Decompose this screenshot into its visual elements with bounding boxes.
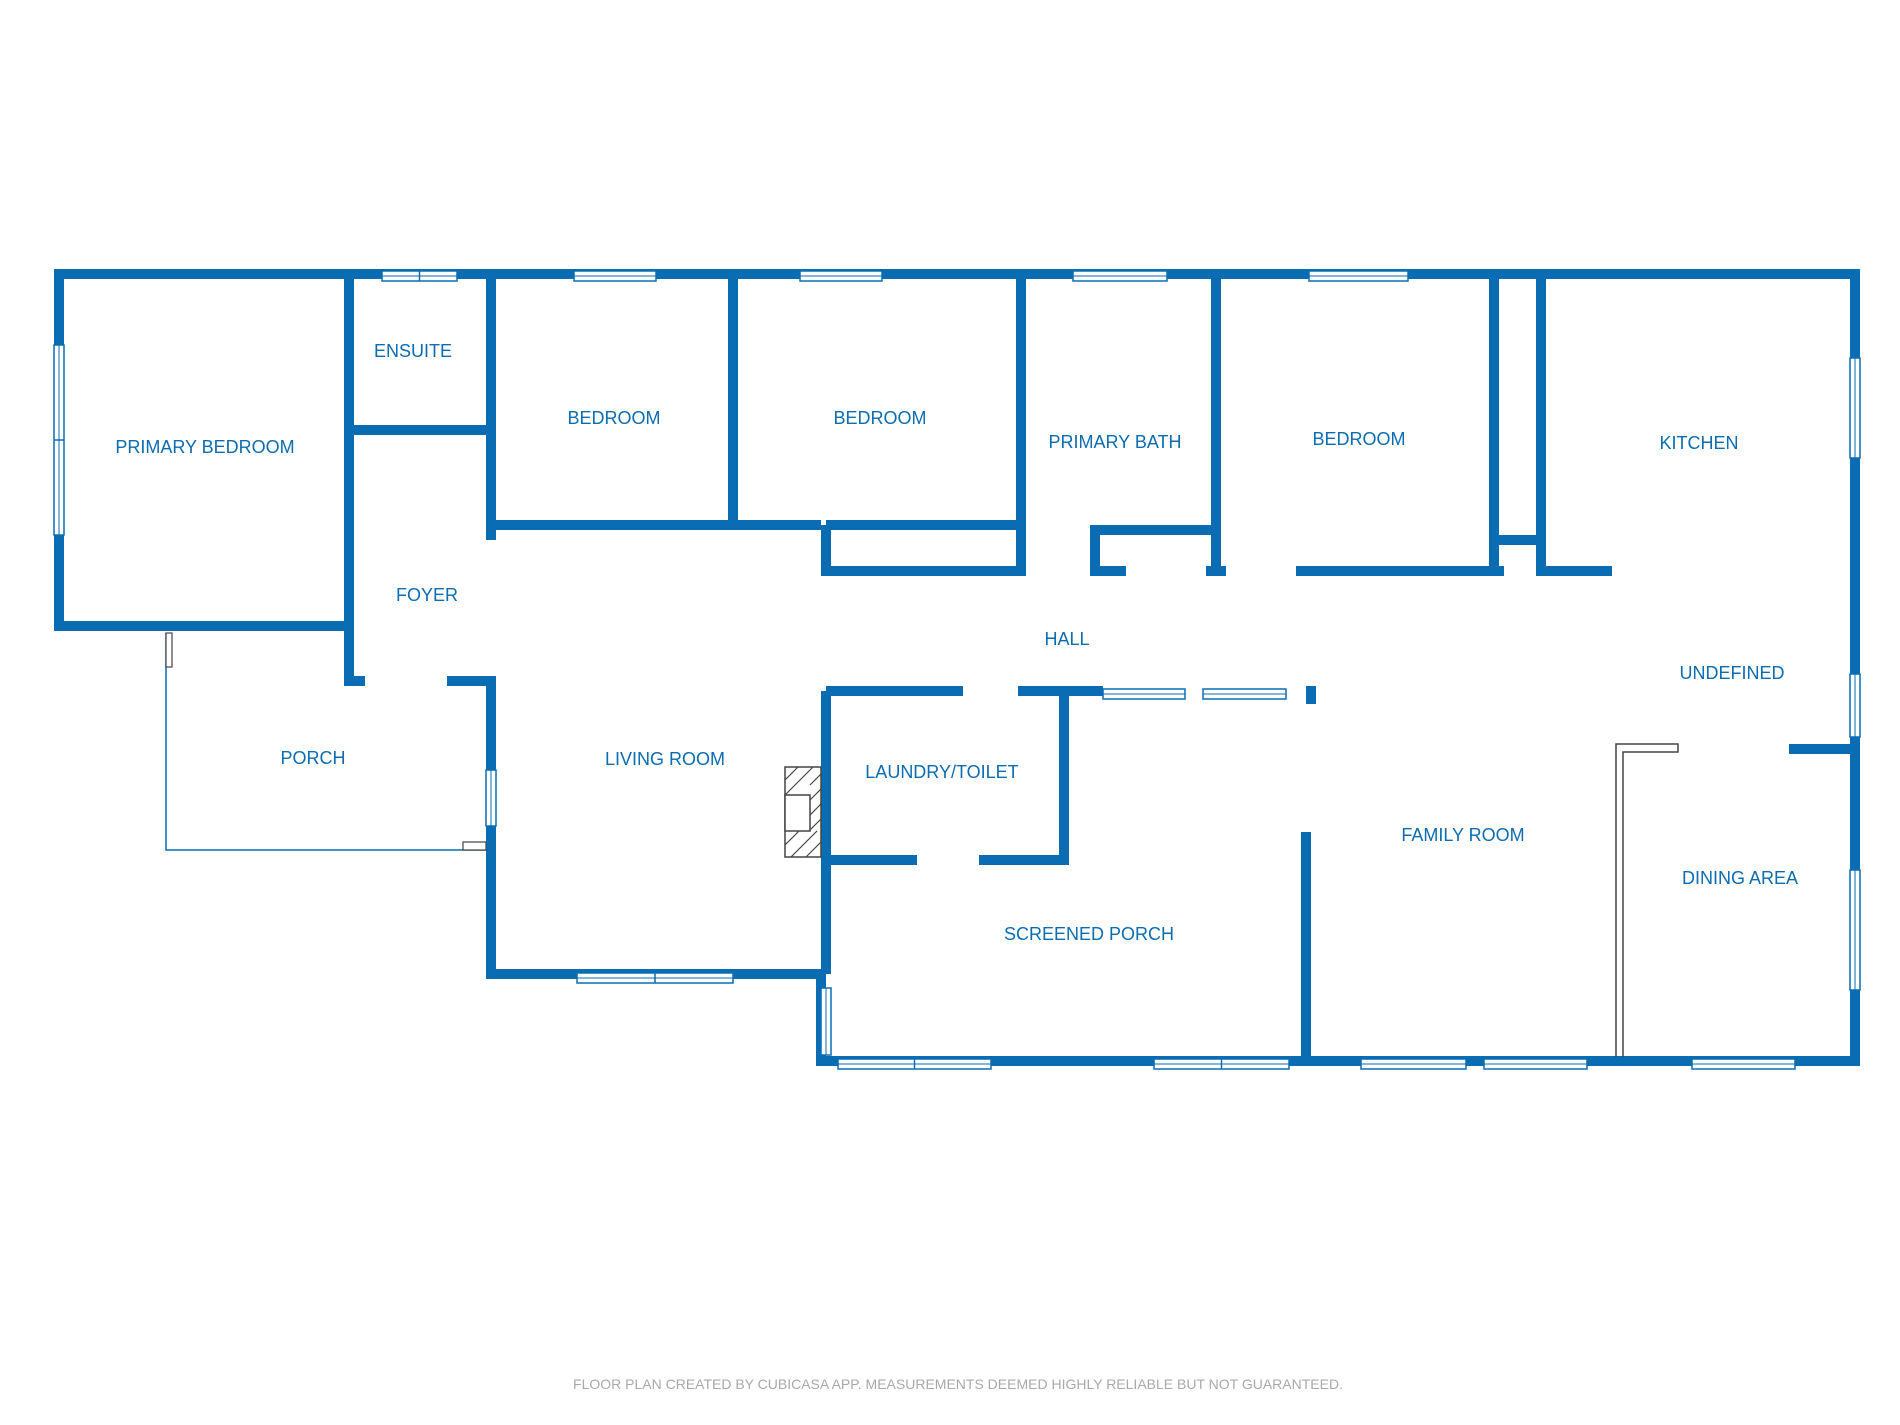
window — [485, 769, 497, 827]
wall-segment — [821, 566, 1026, 576]
fireplace-icon — [784, 766, 822, 858]
window — [1102, 688, 1186, 700]
wall-segment — [1536, 274, 1546, 576]
room-label-bedroom-1: BEDROOM — [567, 408, 660, 428]
window — [1849, 357, 1861, 459]
window — [1308, 270, 1409, 282]
wall-segment — [1211, 274, 1221, 576]
room-label-laundry-toilet: LAUNDRY/TOILET — [865, 762, 1018, 782]
wall-segment — [349, 425, 491, 435]
wall-segment — [821, 525, 831, 576]
wall-segment — [826, 686, 963, 696]
wall-segment — [1489, 274, 1499, 576]
window — [1072, 270, 1168, 282]
room-label-porch: PORCH — [280, 748, 345, 768]
window — [820, 987, 832, 1056]
exterior-wall-top — [54, 269, 1860, 279]
window — [1483, 1058, 1588, 1070]
exterior-wall-living-left — [486, 676, 496, 979]
wall-segment — [1206, 566, 1226, 576]
room-labels: PRIMARY BEDROOM ENSUITE BEDROOM BEDROOM … — [115, 341, 1798, 944]
wall-segment — [491, 520, 736, 530]
wall-segment — [1494, 566, 1504, 576]
room-label-primary-bath: PRIMARY BATH — [1048, 432, 1181, 452]
window — [573, 270, 657, 282]
room-label-living-room: LIVING ROOM — [605, 749, 725, 769]
wall-segment — [979, 855, 1069, 865]
window — [837, 1058, 992, 1070]
exterior-wall-primary-bottom — [54, 621, 349, 631]
window — [1153, 1058, 1290, 1070]
wall-segment — [826, 520, 1021, 530]
room-label-hall: HALL — [1044, 629, 1089, 649]
window — [1691, 1058, 1796, 1070]
wall-segment — [728, 274, 738, 530]
wall-segment — [1789, 744, 1860, 754]
window — [1202, 688, 1287, 700]
window — [1360, 1058, 1467, 1070]
wall-segment — [1095, 566, 1126, 576]
wall-segment — [447, 676, 491, 686]
room-label-bedroom-3: BEDROOM — [1312, 429, 1405, 449]
window — [381, 270, 458, 282]
wall-segment — [1536, 566, 1612, 576]
room-label-dining-area: DINING AREA — [1682, 868, 1798, 888]
exterior-wall-right — [1850, 274, 1860, 1066]
wall-segment — [821, 691, 831, 974]
room-label-undefined: UNDEFINED — [1679, 663, 1784, 683]
window — [1849, 673, 1861, 738]
wall-segment — [1306, 691, 1316, 704]
room-label-family-room: FAMILY ROOM — [1401, 825, 1524, 845]
wall-segment — [1306, 686, 1316, 696]
porch-outline — [165, 632, 487, 851]
room-label-kitchen: KITCHEN — [1659, 433, 1738, 453]
wall-segment — [1069, 686, 1103, 696]
counter-outline — [1615, 743, 1679, 1057]
room-label-ensuite: ENSUITE — [374, 341, 452, 361]
wall-segment — [736, 520, 821, 530]
walls — [54, 269, 1860, 1066]
wall-segment — [344, 676, 365, 686]
wall-segment — [1018, 686, 1069, 696]
window — [799, 270, 883, 282]
footer-credit: FLOOR PLAN CREATED BY CUBICASA APP. MEAS… — [573, 1376, 1343, 1392]
window — [576, 972, 734, 984]
wall-segment — [344, 274, 354, 631]
wall-segment — [344, 631, 354, 686]
wall-segment — [821, 855, 917, 865]
wall-segment — [1059, 691, 1069, 865]
room-label-bedroom-2: BEDROOM — [833, 408, 926, 428]
wall-segment — [1090, 530, 1100, 576]
wall-segment — [1494, 535, 1546, 545]
wall-segment — [1016, 274, 1026, 576]
wall-segment — [1090, 525, 1216, 535]
room-label-primary-bedroom: PRIMARY BEDROOM — [115, 437, 294, 457]
fixtures — [165, 632, 1679, 1057]
windows — [53, 270, 1861, 1070]
window — [53, 344, 65, 536]
wall-segment — [1301, 832, 1311, 1066]
room-label-screened-porch: SCREENED PORCH — [1004, 924, 1174, 944]
exterior-wall-bottom-right — [821, 1056, 1860, 1066]
room-label-foyer: FOYER — [396, 585, 458, 605]
wall-segment — [486, 274, 496, 540]
window — [1849, 869, 1861, 991]
wall-segment — [1296, 566, 1499, 576]
